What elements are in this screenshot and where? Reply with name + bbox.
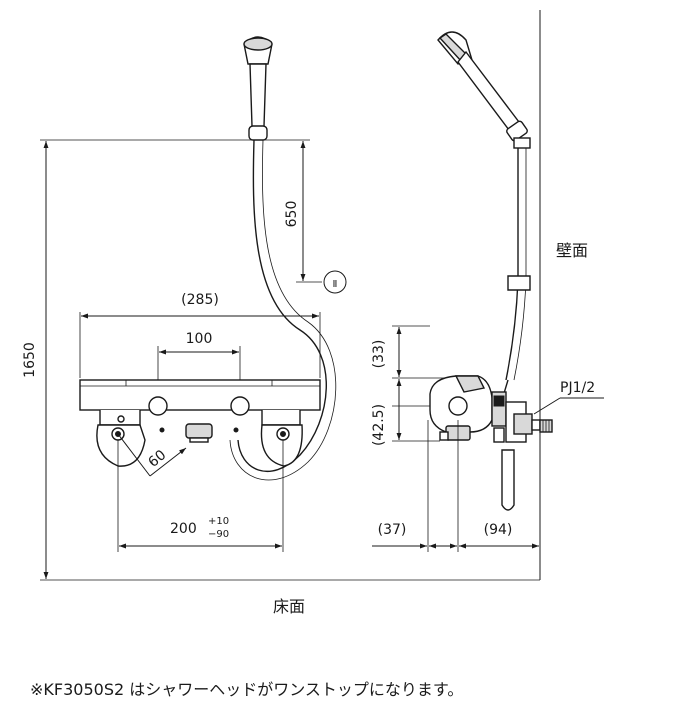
right-elbow — [260, 424, 303, 467]
total-height-label: 1650 — [22, 342, 38, 378]
angle-offset-label: 60 — [145, 447, 169, 471]
wall-projection-label: (94) — [484, 522, 513, 538]
faucet-body-bar — [79, 379, 321, 411]
top-offset-label: (33) — [371, 340, 387, 369]
body-width-label: (285) — [181, 292, 219, 308]
angle-offset-dimension-line — [149, 447, 187, 477]
shower-head-side — [437, 31, 528, 142]
pipe-tolerance-minus: −90 — [208, 529, 229, 540]
front-projection-label: (37) — [378, 522, 407, 538]
circled-marker — [323, 270, 347, 294]
left-handle-center — [148, 396, 168, 416]
pipe-spacing-label: 200 — [170, 521, 197, 537]
spout — [185, 423, 213, 439]
side-view: 壁面 (33) (42.5) — [371, 10, 604, 580]
slide-bar — [505, 148, 519, 381]
shower-hose-side — [501, 449, 515, 511]
faucet-body-front — [79, 379, 321, 467]
hook-height-label: 650 — [284, 201, 300, 228]
thread-spec-leader — [533, 397, 561, 415]
wall-surface-label: 壁面 — [556, 241, 588, 260]
angle-offset-leader-1 — [117, 433, 151, 477]
circled-marker-label: Ⅱ — [333, 279, 338, 290]
center-offset-label: (42.5) — [371, 404, 387, 446]
hook-bracket-top — [513, 137, 531, 149]
pipe-tolerance-plus: +10 — [208, 516, 229, 527]
shower-head-front — [243, 36, 273, 141]
front-view: 1650 650 Ⅱ (285) 100 — [22, 36, 540, 581]
hook-bracket-bottom — [507, 275, 531, 291]
floor-surface-label: 床面 — [273, 597, 305, 616]
right-handle-center — [230, 396, 250, 416]
faucet-body-side — [429, 375, 553, 443]
model-footnote: ※KF3050S2 はシャワーヘッドがワンストップになります。 — [30, 680, 464, 699]
inlet-spacing-label: 100 — [186, 331, 213, 347]
thread-spec-label: PJ1/2 — [560, 380, 595, 396]
